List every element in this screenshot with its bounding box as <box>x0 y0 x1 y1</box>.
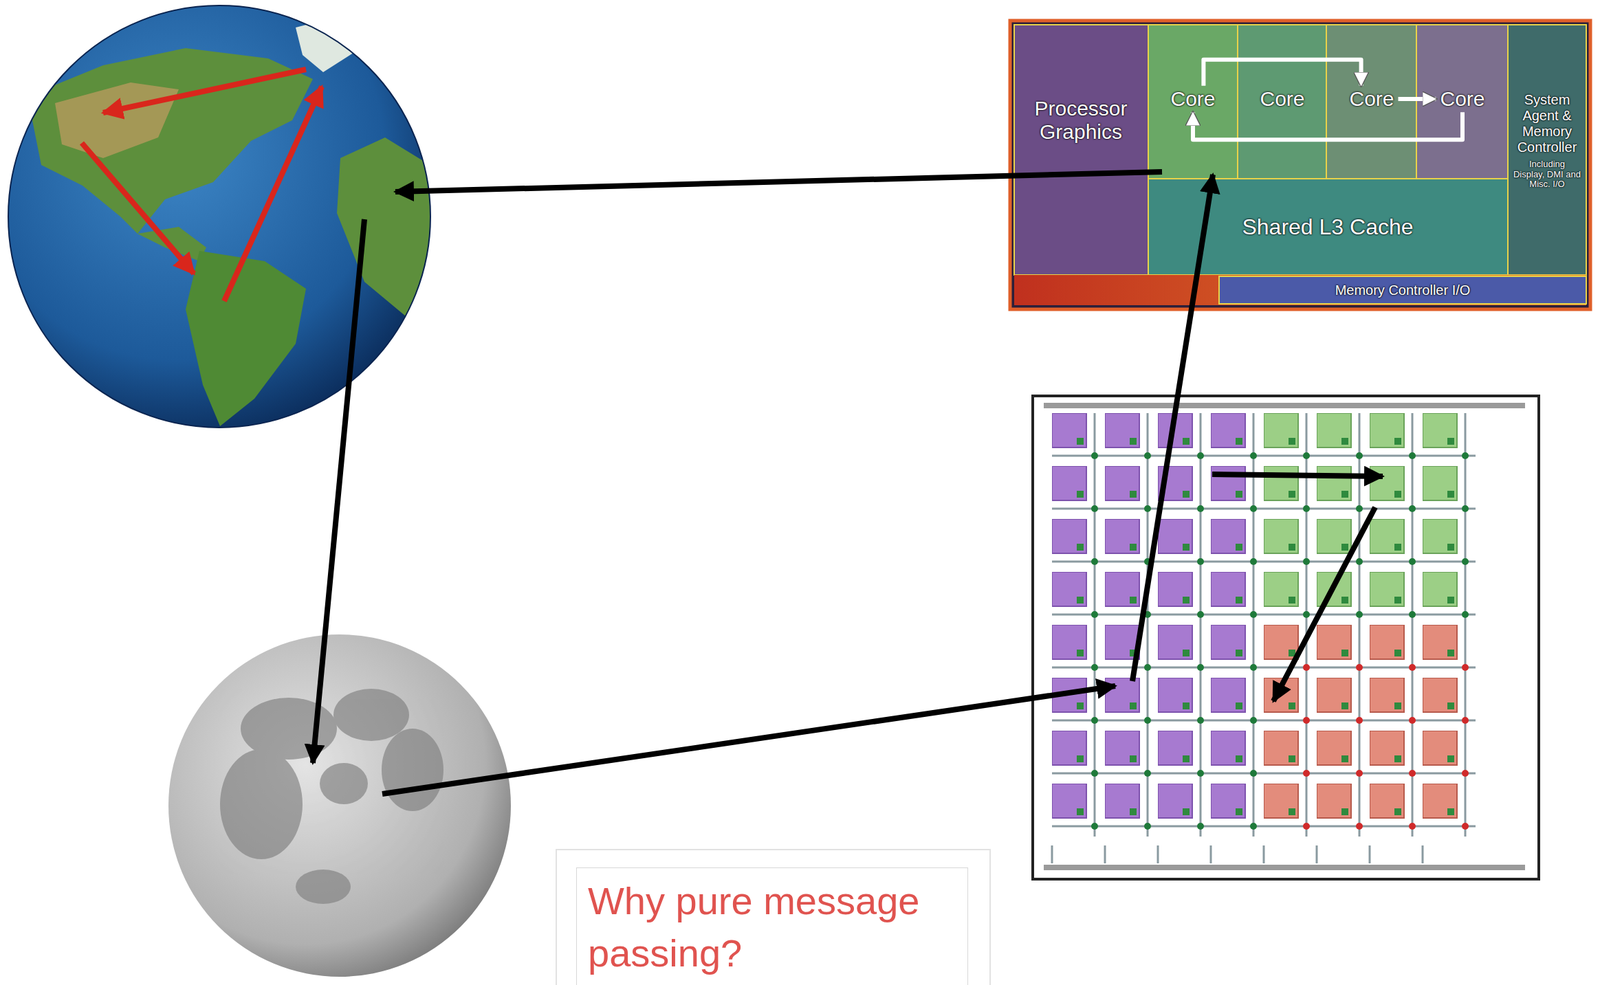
message-arrow <box>1203 59 1361 86</box>
label-text: System Agent & Memory Controller <box>1512 92 1582 156</box>
label-text: Shared L3 Cache <box>1241 214 1413 240</box>
core-label: Core <box>1344 85 1398 113</box>
question-box: Why pure message passing? <box>576 867 969 985</box>
die-region-label: System Agent & Memory ControllerIncludin… <box>1508 90 1586 192</box>
question-frame <box>556 849 991 985</box>
sub-label-text: Including Display, DMI and Misc. I/O <box>1512 159 1582 191</box>
cpu-die <box>1010 20 1591 310</box>
core-label: Core <box>1166 85 1220 113</box>
earth-globe <box>8 5 441 428</box>
travel-arrows <box>312 171 1213 795</box>
moon <box>168 634 511 978</box>
label-text: Core <box>1349 87 1394 112</box>
core-label: Core <box>1435 85 1489 113</box>
die-region-label: Shared L3 Cache <box>1237 213 1418 242</box>
label-text: Core <box>1259 87 1305 112</box>
core-label: Core <box>1255 85 1309 113</box>
die-region-label: Processor Graphics <box>1015 95 1147 146</box>
message-arrow <box>1398 96 1437 102</box>
message-arrow <box>1192 112 1463 140</box>
mesh-chip <box>1032 396 1539 880</box>
label-text: Processor Graphics <box>1019 96 1143 145</box>
label-text: Memory Controller I/O <box>1335 282 1471 299</box>
label-text: Core <box>1170 87 1215 112</box>
label-text: Core <box>1439 87 1485 112</box>
label-text: Why pure message passing? <box>587 875 957 980</box>
die-region-label: Memory Controller I/O <box>1331 281 1475 300</box>
